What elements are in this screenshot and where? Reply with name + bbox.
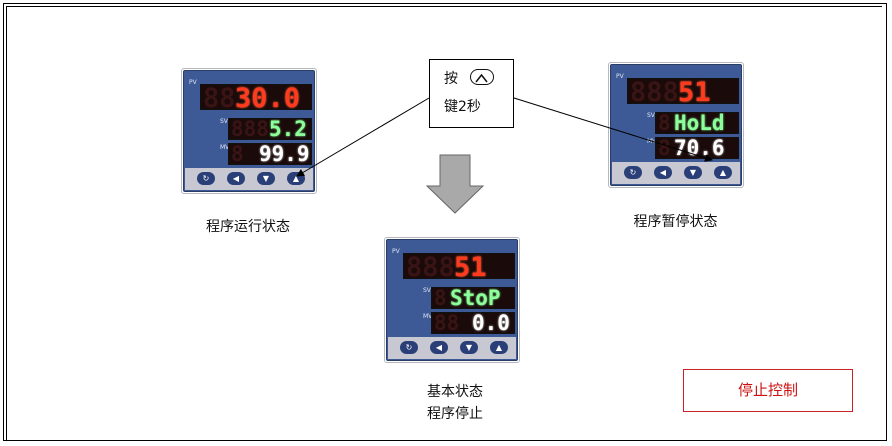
- rotate-key-icon[interactable]: ↻: [197, 172, 215, 185]
- keypad: ↻ ◀ ▼ ▲: [388, 337, 516, 359]
- outer-frame: [3, 3, 887, 441]
- caption-paused: 程序暂停状态: [633, 214, 718, 230]
- pv-dim-digits: 888: [630, 78, 679, 104]
- sv-value: StoP: [450, 287, 501, 309]
- mv-value: 70.6: [674, 137, 725, 159]
- sv-label: SV: [220, 118, 228, 125]
- pv-label: PV: [392, 248, 400, 255]
- callout-press-text: 按: [444, 71, 458, 87]
- sv-label: SV: [647, 112, 655, 119]
- mv-value: 0.0: [472, 312, 510, 334]
- left-key-icon[interactable]: ◀: [430, 341, 448, 354]
- pv-dim-digits: 88: [203, 84, 236, 110]
- down-arrow-icon: [426, 154, 484, 214]
- pv-label: PV: [189, 79, 197, 86]
- mv-dim-digits: 88: [434, 312, 460, 334]
- down-key-icon[interactable]: ▼: [684, 166, 702, 179]
- controller-stopped: PV 888 51 SV 8 StoP MV 88 0.0 ↻ ◀ ▼ ▲: [384, 237, 520, 363]
- caption-stopped: 基本状态 程序停止: [395, 381, 515, 425]
- arrow-to-running-up-key: [296, 97, 430, 177]
- callout-hold-text: 键2秒: [444, 99, 481, 115]
- down-key-icon[interactable]: ▼: [257, 172, 275, 185]
- pv-value: 30.0: [235, 84, 301, 110]
- pv-value: 51: [678, 78, 711, 104]
- instruction-callout: 按 键2秒: [429, 59, 514, 128]
- pv-label: PV: [616, 73, 624, 80]
- keypad: ↻ ◀ ▼ ▲: [185, 168, 313, 190]
- up-key-icon[interactable]: ▲: [714, 166, 732, 179]
- left-key-icon[interactable]: ◀: [654, 166, 672, 179]
- sv-value: 5.2: [269, 118, 307, 140]
- mv-display: 88 0.0: [431, 312, 515, 334]
- sv-value: HoLd: [674, 112, 725, 134]
- mv-dim-digits: 8: [231, 143, 244, 165]
- mv-display: 8 70.6: [655, 137, 739, 159]
- sv-dim-digits: 888: [231, 118, 269, 140]
- arrow-to-paused-up-key: [513, 97, 713, 162]
- caption-running: 程序运行状态: [206, 219, 290, 235]
- mv-display: 8 99.9: [228, 143, 312, 165]
- sv-dim-digits: 8: [434, 287, 447, 309]
- left-key-icon[interactable]: ◀: [227, 172, 245, 185]
- sv-display: 8 HoLd: [655, 112, 739, 134]
- pv-display: 88 30.0: [200, 84, 312, 110]
- up-key-icon: [470, 69, 494, 85]
- caption-stopped-line1: 基本状态: [427, 384, 483, 400]
- pv-dim-digits: 888: [406, 253, 455, 279]
- rotate-key-icon[interactable]: ↻: [624, 166, 642, 179]
- down-key-icon[interactable]: ▼: [460, 341, 478, 354]
- sv-label: SV: [423, 287, 431, 294]
- rotate-key-icon[interactable]: ↻: [400, 341, 418, 354]
- inner-frame: [6, 6, 882, 440]
- up-key-icon[interactable]: ▲: [490, 341, 508, 354]
- keypad: ↻ ◀ ▼ ▲: [612, 162, 740, 184]
- pv-value: 51: [454, 253, 487, 279]
- controller-paused: PV 888 51 SV 8 HoLd MV 8 70.6 ↻ ◀ ▼ ▲: [608, 62, 744, 188]
- pv-display: 888 51: [403, 253, 515, 279]
- sv-display: 8 StoP: [431, 287, 515, 309]
- sv-display: 888 5.2: [228, 118, 312, 140]
- caption-stopped-line2: 程序停止: [427, 406, 483, 422]
- stop-control-label: 停止控制: [683, 369, 853, 412]
- mv-value: 99.9: [259, 143, 310, 165]
- sv-dim-digits: 8: [658, 112, 671, 134]
- mv-label: MV: [423, 313, 433, 320]
- mv-dim-digits: 8: [658, 137, 671, 159]
- pv-display: 888 51: [627, 78, 739, 104]
- mv-label: MV: [220, 144, 230, 151]
- controller-running: PV 88 30.0 SV 888 5.2 MV 8 99.9 ↻ ◀ ▼ ▲: [181, 68, 317, 194]
